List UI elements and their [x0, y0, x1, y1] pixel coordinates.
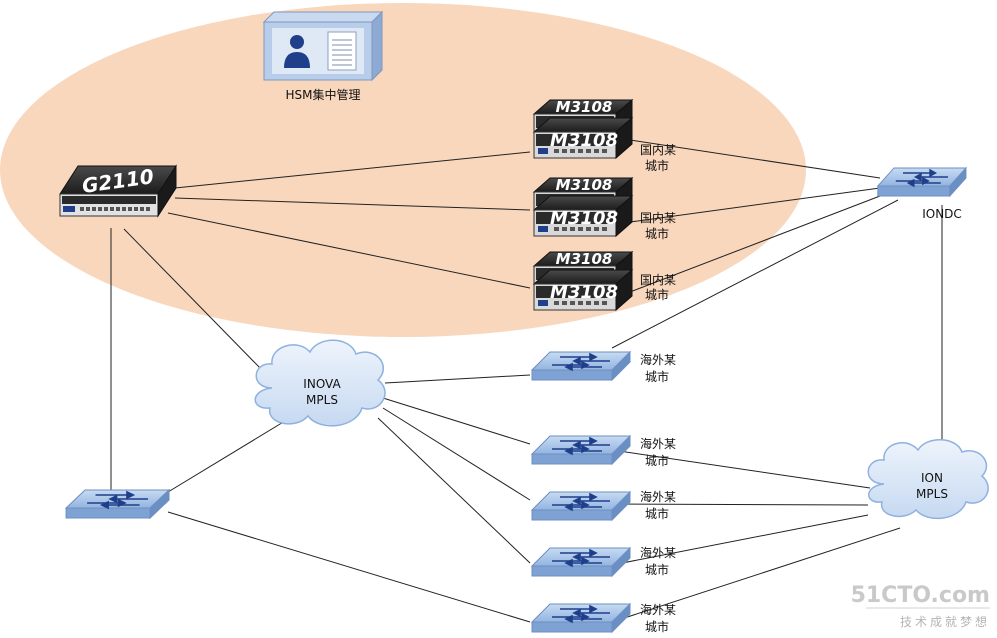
- m3108-back-unit: M3108: [533, 98, 633, 141]
- m3108-back-model: M3108: [556, 250, 613, 268]
- watermark: 51CTO.com 技术成就梦想: [851, 583, 990, 629]
- inova-cloud-line1: INOVA: [303, 377, 341, 391]
- overseas-label-line1: 海外某: [640, 489, 676, 504]
- m3108-back-unit: M3108: [533, 176, 633, 219]
- user-icon: [284, 35, 310, 68]
- overseas-label-line1: 海外某: [640, 352, 676, 367]
- m3108-model: M3108: [550, 208, 618, 229]
- overseas-label-line2: 城市: [645, 506, 669, 521]
- hsm-console[interactable]: [262, 10, 384, 82]
- m3108-label-line1: 国内某: [640, 273, 676, 287]
- m3108-back-model: M3108: [556, 176, 613, 194]
- watermark-sub: 技术成就梦想: [900, 614, 990, 629]
- connection-lines: [110, 139, 943, 623]
- overseas-switch-2[interactable]: [531, 435, 631, 465]
- m3108-back-unit: M3108: [533, 250, 633, 293]
- overseas-label-line1: 海外某: [640, 602, 676, 617]
- overseas-switch-5[interactable]: [531, 603, 631, 633]
- ion-cloud-line1: ION: [921, 471, 943, 485]
- hsm-label: HSM集中管理: [286, 87, 361, 102]
- overseas-label-line2: 城市: [645, 369, 669, 384]
- overseas-label-line2: 城市: [645, 453, 669, 468]
- overseas-label-line1: 海外某: [640, 436, 676, 451]
- m3108-label-line2: 城市: [645, 287, 669, 302]
- ion-cloud-line2: MPLS: [916, 487, 948, 501]
- inova-cloud-line2: MPLS: [306, 393, 338, 407]
- ion-mpls-cloud[interactable]: [867, 439, 989, 520]
- m3108-device-3[interactable]: M3108 M3108: [533, 250, 633, 311]
- overseas-switch-4[interactable]: [531, 547, 631, 577]
- m3108-device-1[interactable]: M3108 M3108: [533, 98, 633, 159]
- m3108-label-line2: 城市: [645, 158, 669, 173]
- overseas-switch-1[interactable]: [531, 351, 631, 381]
- m3108-label-line1: 国内某: [640, 211, 676, 225]
- iondc-switch[interactable]: [876, 167, 967, 197]
- m3108-model: M3108: [550, 130, 618, 151]
- m3108-back-model: M3108: [556, 98, 613, 116]
- overseas-label-line2: 城市: [645, 562, 669, 577]
- watermark-logo: 51CTO.com: [851, 583, 990, 608]
- overseas-switch-3[interactable]: [531, 491, 631, 521]
- iondc-label: IONDC: [922, 207, 962, 221]
- overseas-label-line2: 城市: [645, 619, 669, 634]
- left-switch[interactable]: [65, 489, 170, 519]
- document-icon: [327, 31, 357, 71]
- inova-mpls-cloud[interactable]: [254, 339, 386, 427]
- m3108-label-line2: 城市: [645, 226, 669, 241]
- m3108-label-line1: 国内某: [640, 143, 676, 157]
- m3108-model: M3108: [550, 282, 618, 303]
- overseas-label-line1: 海外某: [640, 545, 676, 560]
- g2110-device[interactable]: G2110: [59, 164, 177, 218]
- m3108-device-2[interactable]: M3108 M3108: [533, 176, 633, 237]
